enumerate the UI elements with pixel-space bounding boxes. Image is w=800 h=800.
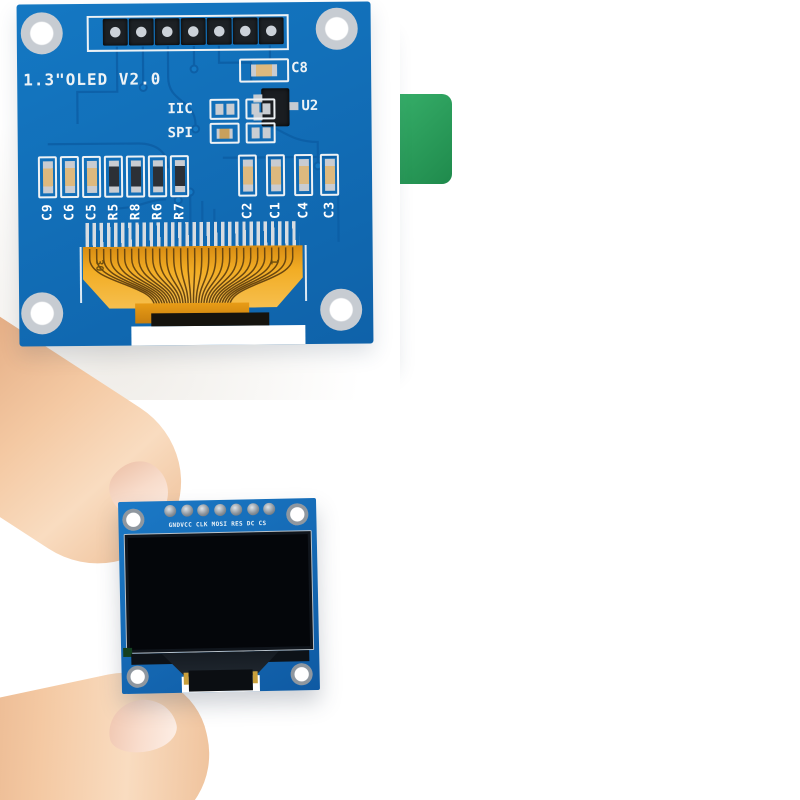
solder-joint — [246, 503, 259, 516]
header-pin — [206, 17, 232, 45]
flex-gold-strip — [252, 671, 258, 684]
resistor-body — [216, 128, 233, 139]
component-label: C5 — [83, 202, 99, 221]
header-pin — [128, 18, 154, 46]
pin-labels: GNDVCC CLK MOSI RES DC CS — [168, 519, 267, 530]
u2-pad — [289, 102, 299, 111]
header-pin — [102, 18, 128, 46]
mounting-hole — [20, 12, 63, 55]
component-label: C6 — [61, 203, 77, 221]
iic-label: IIC — [167, 101, 193, 118]
mounting-hole — [21, 292, 64, 335]
board-bottom-notch — [131, 325, 306, 346]
flex-solder-pins — [85, 221, 300, 249]
photo-back-module: 1.3"OLED V2.0 C8 U2 IIC SPI — [0, 0, 400, 400]
mounting-hole — [320, 288, 363, 331]
solder-joint — [164, 504, 177, 518]
capacitor-body — [251, 64, 278, 77]
mounting-hole — [122, 508, 145, 532]
protective-film-tab — [396, 94, 452, 184]
component-c6: C6 — [59, 156, 80, 256]
solder-joint — [213, 503, 226, 517]
iic-jumper-pad — [245, 98, 276, 120]
spi-label: SPI — [167, 125, 194, 142]
board-title-silkscreen: 1.3"OLED V2.0 — [23, 69, 162, 90]
component-label: C9 — [39, 203, 55, 222]
pin-header — [102, 17, 284, 46]
mounting-hole — [315, 7, 358, 50]
u2-label: U2 — [301, 97, 319, 115]
component-label: C1 — [267, 201, 283, 220]
flex-pin30-label: 30 — [93, 259, 105, 272]
oled-screen-off — [123, 530, 315, 654]
mounting-hole — [126, 665, 149, 688]
component-label: C4 — [295, 200, 311, 219]
flex-pin1-label: 1 — [268, 258, 280, 265]
solder-joint — [197, 504, 210, 517]
component-label: R7 — [171, 202, 187, 220]
header-pin — [154, 18, 180, 46]
component-label: R8 — [127, 202, 143, 221]
flex-connector-end — [151, 312, 270, 327]
component-label: R5 — [105, 202, 121, 221]
mounting-hole — [286, 503, 309, 526]
c8-label: C8 — [291, 60, 309, 77]
solder-joint — [180, 504, 193, 517]
component-label: C3 — [321, 200, 337, 219]
component-label: C2 — [239, 201, 255, 220]
iic-jumper-pad — [209, 98, 240, 120]
c8-capacitor — [238, 58, 290, 83]
header-pin — [180, 17, 206, 46]
spi-jumper-resistor — [209, 122, 240, 144]
header-pin — [232, 17, 258, 45]
solder-joint — [230, 503, 243, 516]
header-pin — [258, 17, 284, 45]
flex-tongue — [188, 669, 253, 692]
component-label: R6 — [149, 202, 165, 221]
mounting-hole — [290, 663, 313, 686]
hand-pcb-board: GNDVCC CLK MOSI RES DC CS — [118, 497, 320, 695]
spi-jumper-pad — [245, 122, 276, 144]
component-c3: C3 — [319, 153, 340, 254]
component-c9: C9 — [37, 156, 58, 256]
back-pcb-board: 1.3"OLED V2.0 C8 U2 IIC SPI — [16, 1, 374, 347]
solder-pin-row — [164, 502, 276, 519]
solder-joint — [263, 502, 276, 516]
